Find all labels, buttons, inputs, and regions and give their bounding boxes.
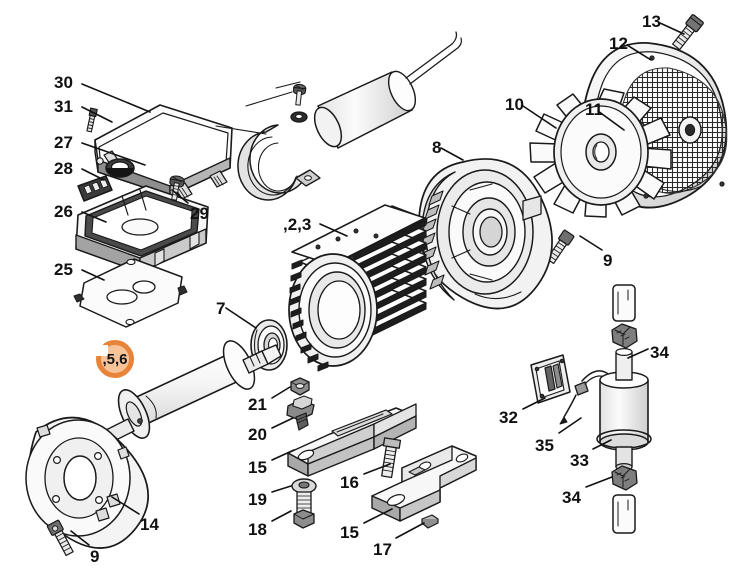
leader-line-17-22 [395, 522, 425, 539]
leader-line-23-7 [319, 223, 348, 237]
leader-line-35-26 [558, 417, 582, 434]
part-bracket-bolt [381, 437, 402, 479]
callout-16-20: 16 [340, 473, 359, 492]
highlight-ring [96, 340, 134, 378]
part-capacitor-clamp [237, 124, 321, 201]
callout-9-24: 9 [90, 547, 100, 566]
callout-26-4: 26 [54, 202, 73, 221]
highlight-label: ,5,6 [102, 350, 128, 368]
part-hose-clamp-top [611, 323, 638, 349]
leader-line-28-3 [81, 168, 105, 181]
leader-line-34-28 [627, 348, 649, 359]
callout-33-27: 33 [570, 451, 589, 470]
leader-line-33-27 [592, 439, 612, 450]
part-capacitor-screw [292, 83, 307, 106]
part-cable-seal-block [77, 175, 113, 202]
callout-25-6: 25 [54, 260, 73, 279]
callout-31-1: 31 [54, 97, 73, 116]
callout-28-3: 28 [54, 159, 73, 178]
highlight-badge[interactable]: ,5,6 [95, 340, 134, 378]
part-mounting-bracket-b [371, 445, 477, 522]
part-fan-cover-screw [671, 14, 704, 51]
part-stator-housing [288, 204, 427, 372]
callout-15-17: 15 [248, 458, 267, 477]
part-bearing-end-plate [25, 416, 149, 549]
callout-29-5: 29 [190, 204, 209, 223]
part-housing-screw-right [546, 229, 575, 265]
part-inline-filter [596, 348, 652, 472]
part-rotor-armature [101, 340, 282, 446]
part-hose-top [612, 284, 636, 322]
callout-32-25: 32 [499, 408, 518, 427]
callout-9-14: 9 [603, 251, 613, 270]
leader-line-12-12 [626, 44, 652, 61]
callout-19-18: 19 [248, 490, 267, 509]
leader-line-34-29 [585, 476, 613, 488]
part-mounting-bracket-a [287, 403, 417, 477]
leader-line-10-10 [522, 105, 557, 129]
leader-line-25-6 [81, 269, 105, 281]
part-washer [291, 478, 317, 494]
callout-7-8: 7 [216, 299, 226, 318]
callout-27-2: 27 [54, 133, 73, 152]
leader-line-14-23 [111, 496, 140, 515]
callout-18-19: 18 [248, 520, 267, 539]
leader-line-20-16 [271, 417, 294, 429]
callout-12-12: 12 [609, 34, 628, 53]
part-capacitor-washer [290, 111, 308, 123]
part-terminal-box-gasket [73, 258, 188, 328]
callout-34-29: 34 [562, 488, 581, 507]
leader-line-15-21 [363, 508, 393, 524]
leader-line-13-13 [659, 22, 685, 35]
leader-line-11-11 [597, 110, 625, 131]
callout-21-15: 21 [248, 395, 267, 414]
callout-34-28: 34 [650, 343, 669, 362]
leader-line-32-25 [522, 397, 546, 410]
part-bracket-key [421, 514, 439, 529]
callout-13-13: 13 [642, 12, 661, 31]
callout-23-7: ,2,3 [283, 215, 312, 234]
leader-line-29-5 [171, 189, 189, 204]
part-hose-clamp-bottom [611, 465, 638, 491]
callout-20-16: 20 [248, 425, 267, 444]
part-terminal-box-cover [94, 104, 233, 200]
callout-15-21: 15 [340, 523, 359, 542]
part-switch-plate [530, 354, 571, 404]
leader-line-31-1 [81, 106, 113, 123]
leader-line-30-0 [81, 83, 151, 113]
callout-30-0: 30 [54, 73, 73, 92]
highlight-ring-gap [95, 345, 108, 356]
callout-8-9: 8 [432, 138, 442, 157]
leader-line-27-2 [81, 142, 146, 166]
leader-line-19-18 [271, 485, 292, 493]
leader-line-26-4 [81, 211, 107, 223]
part-cable-grommet-ring [105, 158, 135, 178]
leader-line-7-8 [225, 307, 257, 329]
leader-line-8-9 [440, 147, 464, 161]
leader-line-16-20 [363, 463, 391, 475]
part-terminal-box [75, 185, 209, 273]
leader-line-9-24 [70, 530, 90, 546]
leader-line-18-19 [271, 510, 292, 522]
part-capacitor [313, 31, 462, 149]
part-hex-nut [290, 377, 310, 396]
part-housing-screw-left [46, 519, 74, 557]
leader-line-21-15 [271, 386, 291, 399]
part-hose-bottom [612, 494, 636, 534]
leader-line-9-14 [579, 235, 603, 251]
callout-17-22: 17 [373, 540, 392, 559]
part-clamp-screw [286, 395, 315, 431]
part-hex-bolt [293, 491, 315, 529]
part-end-bell-housing [418, 158, 553, 310]
callout-10-10: 10 [505, 95, 524, 114]
callout-35-26: 35 [535, 436, 554, 455]
callout-11-11: 11 [585, 100, 603, 119]
callout-14-23: 14 [140, 515, 159, 534]
leader-line-15-17 [271, 449, 295, 461]
